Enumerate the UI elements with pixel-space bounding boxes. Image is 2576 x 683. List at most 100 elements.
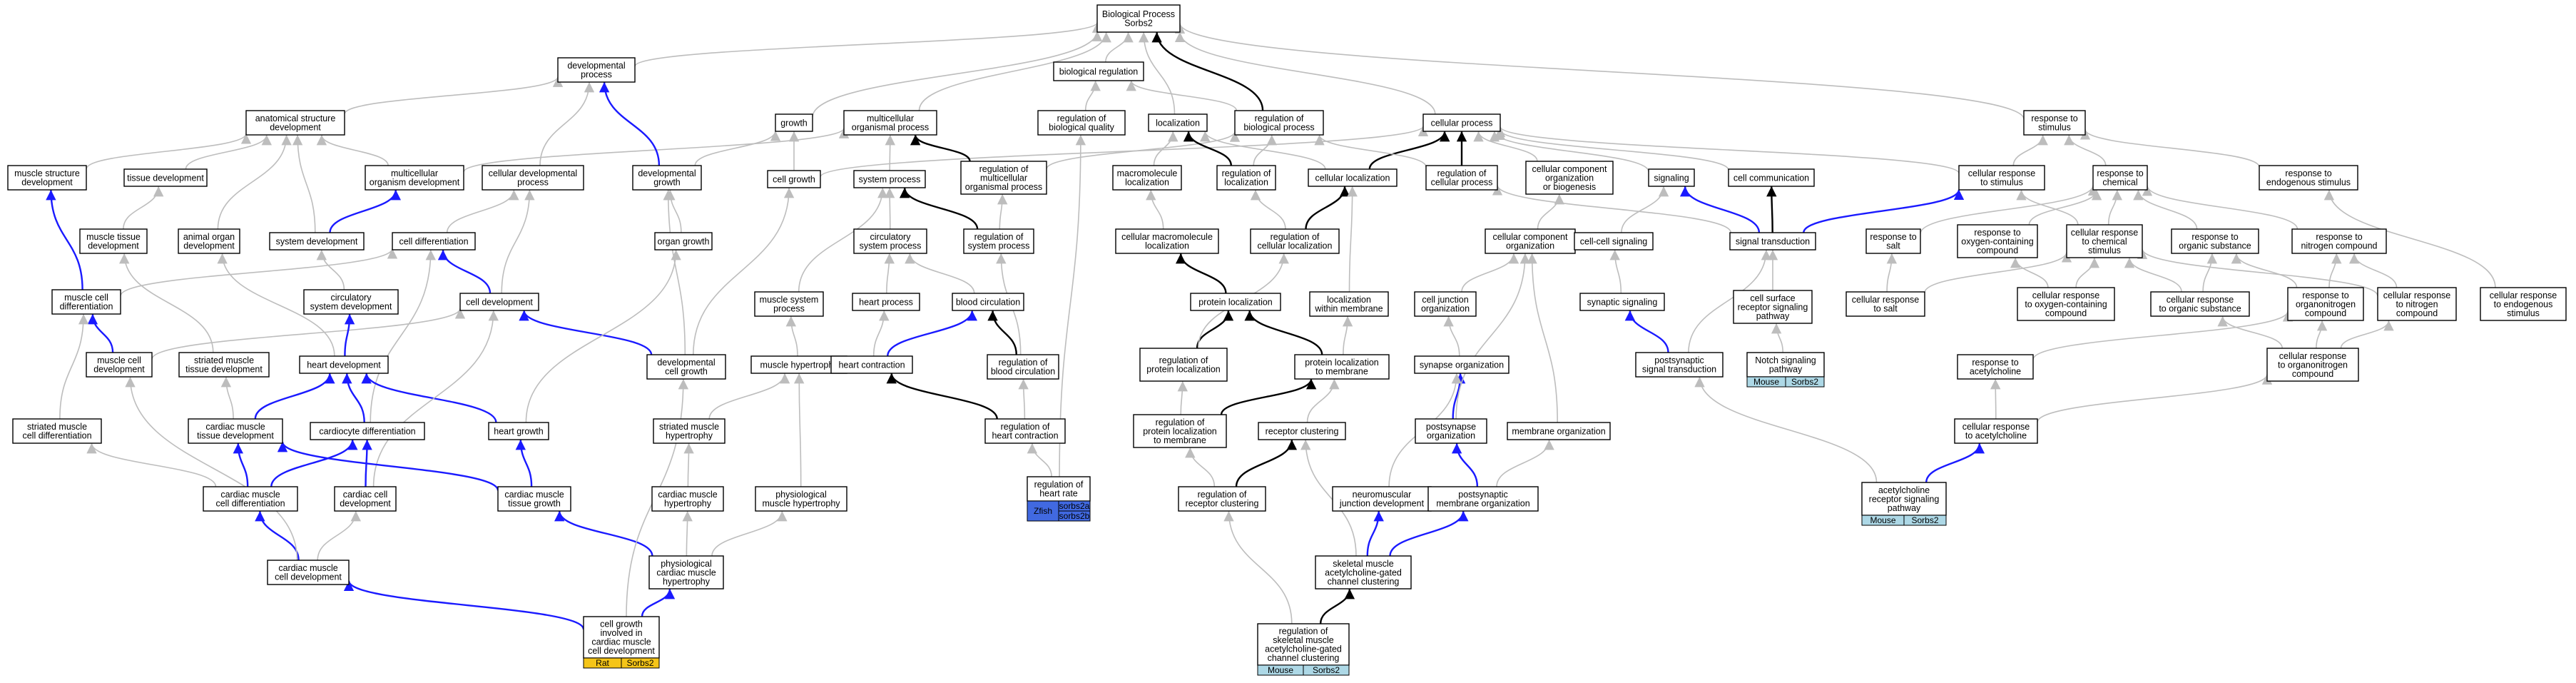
go-term-node-bio-reg[interactable]: biological regulation bbox=[1053, 61, 1144, 81]
go-term-node-protein-loc[interactable]: protein localization bbox=[1190, 293, 1281, 311]
go-term-node-heart-dev[interactable]: heart development bbox=[299, 355, 389, 374]
go-term-node-synapse-org[interactable]: synapse organization bbox=[1414, 355, 1510, 374]
go-term-node-heart-growth[interactable]: heart growth bbox=[488, 422, 549, 440]
go-term-node-membrane-org[interactable]: membrane organization bbox=[1507, 422, 1611, 440]
go-term-node-cell-cell-sig[interactable]: cell-cell signaling bbox=[1574, 232, 1654, 251]
go-term-node-receptor-clust[interactable]: receptor clustering bbox=[1258, 422, 1346, 440]
go-term-node-syn-sig[interactable]: synaptic signaling bbox=[1579, 293, 1665, 311]
go-term-node-heart-contr[interactable]: heart contraction bbox=[830, 355, 913, 374]
go-term-node-localization[interactable]: localization bbox=[1148, 113, 1208, 132]
go-term-node-blood-circ[interactable]: blood circulation bbox=[952, 293, 1024, 311]
go-term-node-cell-proc[interactable]: cellular process bbox=[1422, 113, 1501, 132]
go-term-node-tissue-dev[interactable]: tissue development bbox=[123, 168, 208, 187]
go-term-node-heart-proc[interactable]: heart process bbox=[852, 293, 920, 311]
go-term-node-sig-trans[interactable]: signal transduction bbox=[1729, 232, 1816, 251]
go-term-node-cell-development[interactable]: cell development bbox=[459, 293, 539, 311]
go-term-node-organ-growth[interactable]: organ growth bbox=[654, 232, 713, 251]
go-term-node-skel-ach-clust[interactable]: skeletal muscleacetylcholine-gatedchanne… bbox=[1315, 555, 1412, 590]
go-term-node-cell-growth[interactable]: cell growth bbox=[767, 170, 821, 188]
go-term-node-cell-loc[interactable]: cellular localization bbox=[1308, 168, 1398, 187]
go-term-node-system-dev[interactable]: system development bbox=[269, 232, 365, 251]
go-term-node-cardiocyte-diff[interactable]: cardiocyte differentiation bbox=[310, 422, 425, 440]
go-term-node-growth[interactable]: growth bbox=[775, 113, 813, 132]
go-term-node-cell-diff[interactable]: cell differentiation bbox=[392, 232, 476, 251]
go-term-node-cell-comm[interactable]: cell communication bbox=[1728, 168, 1815, 187]
go-term-node-signaling[interactable]: signaling bbox=[1648, 168, 1695, 187]
go-term-node-system-proc[interactable]: system process bbox=[853, 170, 926, 188]
